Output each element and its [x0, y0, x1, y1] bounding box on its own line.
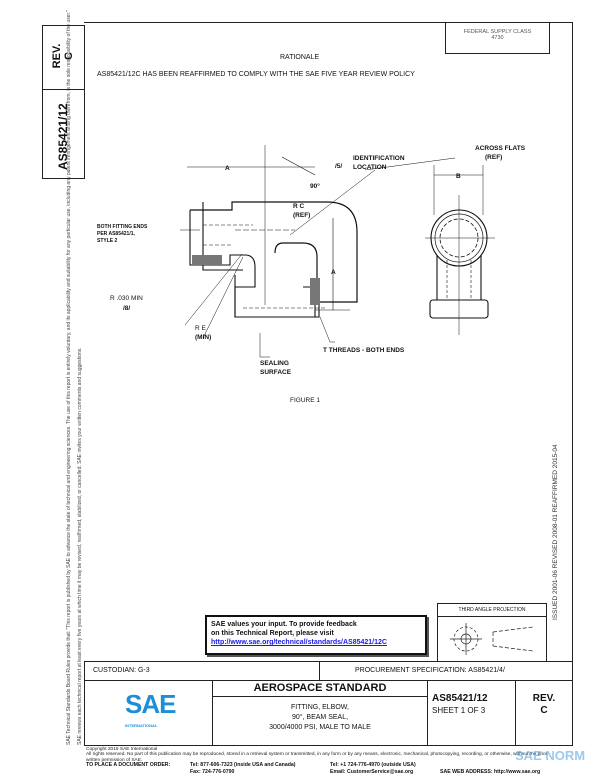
note-8: /8/ [123, 305, 130, 312]
side-doc-box: AS85421/12 [42, 89, 85, 179]
order-contacts-na: Tel: 877-606-7323 (inside USA and Canada… [190, 762, 296, 775]
fsc-label: FEDERAL SUPPLY CLASS [463, 29, 532, 35]
logo-cell: SAE INTERNATIONAL [84, 680, 213, 746]
across-flats-2: (REF) [485, 154, 502, 161]
side-rev-box: REV. C [42, 25, 85, 90]
sheet-number: SHEET 1 OF 3 [432, 706, 486, 715]
threads-label: T THREADS - BOTH ENDS [323, 347, 405, 354]
left-margin-text-2: SAE reviews each technical report at lea… [77, 347, 83, 745]
doc-number: AS85421/12 [432, 693, 488, 704]
custodian-cell: CUSTODIAN: G-3 [84, 661, 320, 681]
ends-1: BOTH FITTING ENDS [97, 224, 148, 230]
rc-1: R C [293, 203, 305, 210]
procurement-spec: PROCUREMENT SPECIFICATION: AS85421/4/ [355, 667, 505, 674]
copyright: Copyright 2015 SAE International [86, 747, 158, 752]
custodian: CUSTODIAN: G-3 [93, 667, 150, 674]
sae-logo: SAE [125, 689, 176, 719]
ends-3: STYLE 2 [97, 238, 118, 244]
web-address: SAE WEB ADDRESS: http://www.sae.org [440, 768, 541, 775]
standard-cell: AEROSPACE STANDARD [212, 680, 428, 697]
id-location-2: LOCATION [353, 164, 387, 171]
rev-value: C [540, 705, 548, 716]
dim-a-side: A [331, 269, 336, 276]
note-5: /5/ [335, 163, 342, 170]
r030-label: R .030 MIN [110, 295, 143, 302]
doc-number-cell: AS85421/12 SHEET 1 OF 3 [427, 680, 516, 746]
tel-intl: Tel: +1 724-776-4970 (outside USA) [330, 762, 416, 768]
sealing-1: SEALING [260, 360, 289, 367]
order-label: TO PLACE A DOCUMENT ORDER: [86, 762, 171, 768]
dim-b: B [456, 173, 461, 180]
feedback-box: SAE values your input. To provide feedba… [205, 615, 427, 655]
fsc-box: FEDERAL SUPPLY CLASS 4730 [445, 22, 550, 54]
sae-logo-sub: INTERNATIONAL [125, 723, 158, 728]
rationale-text: AS85421/12C HAS BEEN REAFFIRMED TO COMPL… [97, 71, 415, 78]
third-angle-projection-icon [450, 623, 534, 655]
angle-label: 90° [310, 182, 320, 190]
title-line-1: FITTING, ELBOW, [291, 704, 349, 711]
dim-a-top: A [225, 165, 230, 172]
rc-2: (REF) [293, 212, 310, 219]
left-margin-text-1: SAE Technical Standards Board Rules prov… [66, 9, 72, 745]
projection-label: THIRD ANGLE PROJECTION [438, 604, 546, 617]
procurement-cell: PROCUREMENT SPECIFICATION: AS85421/4/ [319, 661, 573, 681]
fsc-value: 4730 [491, 35, 504, 41]
standard-title: AEROSPACE STANDARD [253, 682, 387, 694]
re-1: R E [195, 325, 207, 332]
elbow-fitting-drawing: A 90° /5/ IDENTIFICATION LOCATION R C (R… [97, 145, 526, 404]
fax: Fax: 724-776-0790 [190, 768, 235, 775]
projection-box: THIRD ANGLE PROJECTION [437, 603, 547, 662]
tel-na: Tel: 877-606-7323 (inside USA and Canada… [190, 762, 296, 768]
rev-label: REV. [532, 693, 556, 704]
sealing-2: SURFACE [260, 369, 292, 376]
rev-cell: REV. C [515, 680, 573, 746]
feedback-line-2: on this Technical Report, please visit [211, 630, 334, 637]
title-cell: FITTING, ELBOW, 90°, BEAM SEAL, 3000/400… [212, 696, 428, 746]
title-line-2: 90°, BEAM SEAL, [291, 714, 349, 721]
side-rev-label: REV. [51, 43, 63, 69]
rationale-title: RATIONALE [280, 54, 320, 61]
feedback-line-1: SAE values your input. To provide feedba… [211, 621, 357, 628]
email: Email: CustomerService@sae.org [330, 768, 414, 775]
rights: All rights reserved. No part of this pub… [86, 752, 548, 763]
feedback-link[interactable]: http://www.sae.org/technical/standards/A… [211, 639, 387, 646]
id-location-1: IDENTIFICATION [353, 155, 405, 162]
watermark: SAE NORM [515, 748, 586, 763]
ends-2: PER AS85421/1, [97, 231, 136, 237]
side-doc-number: AS85421/12 [56, 103, 70, 170]
right-margin-dates: ISSUED 2001-06 REVISED 2008-01 REAFFIRME… [552, 444, 559, 620]
re-2: (MIN) [195, 334, 211, 341]
footer: Copyright 2015 SAE International All rig… [86, 747, 556, 763]
side-rev-value: C [63, 52, 75, 60]
title-line-3: 3000/4000 PSI, MALE TO MALE [269, 724, 371, 731]
across-flats-1: ACROSS FLATS [475, 145, 526, 152]
figure-caption: FIGURE 1 [290, 397, 320, 404]
order-contacts-intl: Tel: +1 724-776-4970 (outside USA) Email… [330, 762, 416, 775]
